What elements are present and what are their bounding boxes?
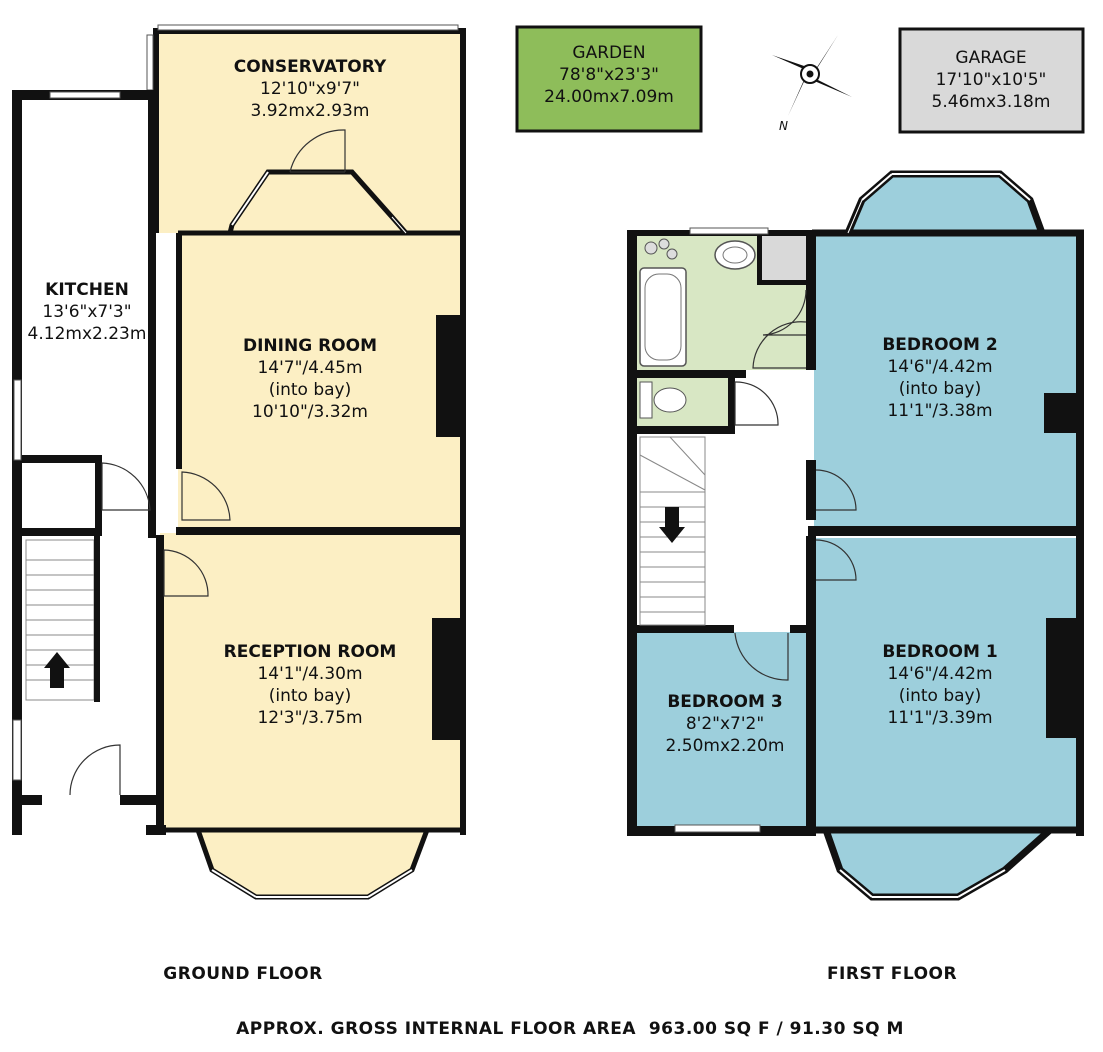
garage-dim-metric: 5.46mx3.18m: [932, 92, 1051, 112]
bedroom-3-dim-metric: 2.50mx2.20m: [666, 736, 785, 756]
reception-room-bay-note: (into bay): [269, 686, 352, 706]
bedroom-2-bay-area: [848, 174, 1042, 233]
dining-room-length: 14'7"/4.45m: [257, 358, 362, 378]
dining-room-area: [178, 233, 466, 533]
compass-rose-icon: N: [772, 35, 852, 133]
dining-room-bay-note: (into bay): [269, 380, 352, 400]
conservatory-dim-imperial: 12'10"x9'7": [260, 79, 360, 99]
reception-room-name: RECEPTION ROOM: [224, 642, 397, 662]
dining-room-name: DINING ROOM: [243, 336, 377, 356]
bedroom-2-width: 11'1"/3.38m: [887, 401, 992, 421]
garden-box: [515, 25, 703, 133]
bedroom-2-name: BEDROOM 2: [882, 335, 997, 355]
reception-room-area: [160, 533, 466, 830]
garage-name: GARAGE: [955, 48, 1026, 68]
bedroom-2-bay-note: (into bay): [899, 379, 982, 399]
bedroom-1-bay-area: [826, 830, 1050, 897]
garage-box: [898, 27, 1085, 134]
reception-room-width: 12'3"/3.75m: [257, 708, 362, 728]
bedroom-3-dim-imperial: 8'2"x7'2": [686, 714, 764, 734]
garden-dim-imperial: 78'8"x23'3": [559, 65, 659, 85]
bedroom-1-area: [814, 538, 1076, 830]
reception-room-length: 14'1"/4.30m: [257, 664, 362, 684]
bedroom-1-name: BEDROOM 1: [882, 642, 997, 662]
ground-floor-plan: CONSERVATORY 12'10"x9'7" 3.92mx2.93m KIT…: [12, 24, 466, 984]
first-floor-caption: FIRST FLOOR: [827, 964, 957, 984]
kitchen-name: KITCHEN: [45, 280, 129, 300]
bedroom-1-length: 14'6"/4.42m: [887, 664, 992, 684]
floor-area-summary: APPROX. GROSS INTERNAL FLOOR AREA 963.00…: [236, 1019, 904, 1039]
bedroom-3-area: [632, 632, 808, 830]
reception-bay-area: [198, 830, 427, 897]
bedroom-1-width: 11'1"/3.39m: [887, 708, 992, 728]
ground-floor-caption: GROUND FLOOR: [163, 964, 322, 984]
bedroom-1-bay-note: (into bay): [899, 686, 982, 706]
down-arrow-icon: [659, 507, 685, 543]
first-floor-plan: BEDROOM 2 14'6"/4.42m (into bay) 11'1"/3…: [627, 170, 1084, 984]
garden-dim-metric: 24.00mx7.09m: [544, 87, 674, 107]
conservatory-dim-metric: 3.92mx2.93m: [251, 101, 370, 121]
compass-north-label: N: [779, 119, 788, 133]
kitchen-dim-imperial: 13'6"x7'3": [42, 302, 131, 322]
dining-room-width: 10'10"/3.32m: [252, 402, 368, 422]
bedroom-3-name: BEDROOM 3: [667, 692, 782, 712]
garage-dim-imperial: 17'10"x10'5": [936, 70, 1047, 90]
bedroom-2-area: [814, 233, 1076, 530]
up-arrow-icon: [44, 652, 70, 688]
kitchen-dim-metric: 4.12mx2.23m: [28, 324, 147, 344]
garden-name: GARDEN: [572, 43, 645, 63]
bedroom-2-length: 14'6"/4.42m: [887, 357, 992, 377]
garage-label-box: GARAGE 17'10"x10'5" 5.46mx3.18m: [898, 27, 1085, 134]
conservatory-name: CONSERVATORY: [234, 57, 387, 77]
conservatory-area: [153, 28, 466, 233]
garden-label-box: GARDEN 78'8"x23'3" 24.00mx7.09m: [515, 25, 703, 133]
